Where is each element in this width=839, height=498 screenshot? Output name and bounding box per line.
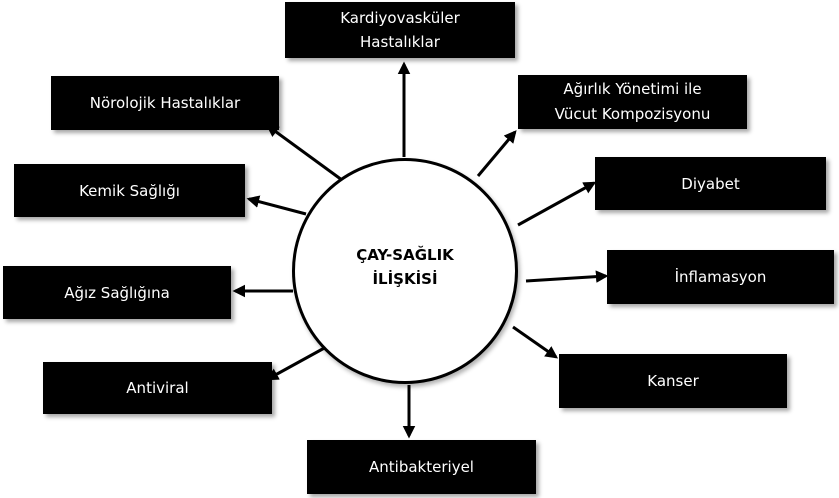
arrow-to-kemik (246, 195, 307, 216)
node-agiz-label: Ağız Sağlığına (64, 283, 170, 302)
node-norolojik: Nörolojik Hastalıklar (51, 76, 279, 130)
node-diyabet: Diyabet (595, 157, 826, 210)
center-label: ÇAY-SAĞLIK İLİŞKİSİ (356, 246, 454, 288)
node-agirlik: Ağırlık Yönetimi ile Vücut Kompozisyonu (518, 75, 747, 129)
node-diyabet-label: Diyabet (681, 174, 740, 193)
arrow-to-norolojik (265, 124, 343, 182)
center-circle: ÇAY-SAĞLIK İLİŞKİSİ (292, 158, 518, 384)
node-kardiyovaskuler: Kardiyovasküler Hastalıklar (285, 2, 515, 58)
node-antiviral-label: Antiviral (126, 379, 189, 397)
node-kemik-label: Kemik Sağlığı (79, 181, 180, 200)
node-agirlik-label: Ağırlık Yönetimi ile Vücut Kompozisyonu (554, 80, 711, 123)
node-kanser: Kanser (559, 354, 787, 408)
node-kemik: Kemik Sağlığı (14, 164, 245, 217)
node-agiz: Ağız Sağlığına (3, 266, 231, 319)
node-antiviral: Antiviral (43, 362, 272, 414)
arrow-to-agirlik (476, 130, 517, 177)
node-antibakteriyel: Antibakteriyel (307, 440, 536, 494)
node-inflamasyon-label: İnflamasyon (674, 268, 767, 286)
node-norolojik-label: Nörolojik Hastalıklar (89, 94, 241, 112)
arrow-to-diyabet (517, 181, 597, 227)
arrow-to-kanser (512, 325, 559, 359)
node-kardiyovaskuler-label: Kardiyovasküler Hastalıklar (340, 9, 460, 51)
node-antibakteriyel-label: Antibakteriyel (369, 458, 474, 476)
node-inflamasyon: İnflamasyon (607, 250, 834, 304)
arrow-to-inflamasyon (525, 270, 609, 283)
arrow-to-antiviral (265, 344, 329, 381)
node-kanser-label: Kanser (647, 372, 699, 390)
